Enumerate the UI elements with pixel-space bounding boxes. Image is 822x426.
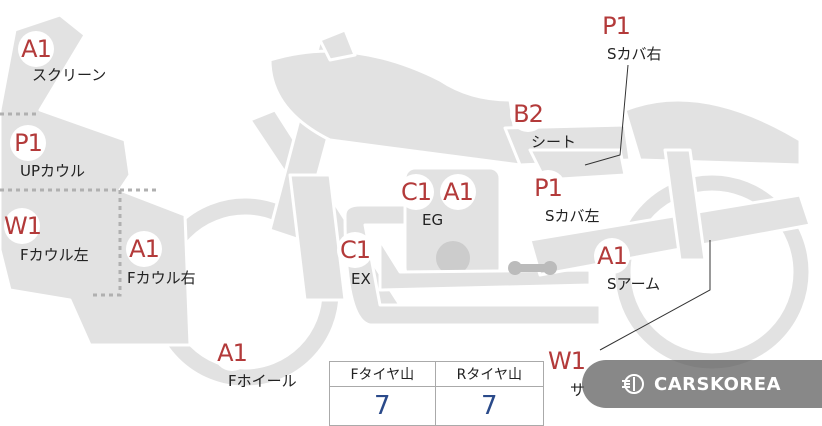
front-tire-value: 7 — [329, 386, 436, 426]
leader-s-cover-right — [584, 64, 629, 166]
code-f-wheel: A1 — [214, 335, 250, 371]
label-f-cowl-right: Fカウル右 — [127, 269, 196, 287]
code-f-cowl-right: A1 — [126, 231, 162, 267]
carskorea-logo-icon — [622, 374, 644, 394]
code-s-cover-left: P1 — [530, 170, 566, 206]
code-engine-1: C1 — [398, 174, 434, 210]
tire-tread-table: Fタイヤ山 Rタイヤ山 7 7 — [329, 361, 545, 426]
code-swing-arm: A1 — [594, 238, 630, 274]
label-r-wheel: サ — [570, 381, 586, 399]
code-s-cover-right: P1 — [598, 8, 634, 44]
label-s-cover-left: Sカバ左 — [545, 207, 600, 225]
watermark-text: CARSKOREA — [654, 374, 781, 395]
rear-tire-header: Rタイヤ山 — [434, 361, 545, 387]
code-exhaust: C1 — [337, 232, 373, 268]
label-screen: スクリーン — [32, 66, 107, 84]
label-exhaust: EX — [351, 270, 371, 288]
leader-swing-arm — [599, 240, 711, 351]
code-up-cowl: P1 — [10, 125, 46, 161]
code-engine-2: A1 — [440, 174, 476, 210]
code-screen: A1 — [18, 31, 54, 67]
label-s-cover-right: Sカバ右 — [607, 45, 662, 63]
code-seat: B2 — [510, 96, 546, 132]
label-swing-arm: Sアーム — [607, 275, 661, 293]
label-engine: EG — [422, 211, 444, 229]
label-f-wheel: Fホイール — [228, 372, 297, 390]
code-f-cowl-left: W1 — [4, 208, 42, 244]
watermark: CARSKOREA — [582, 360, 822, 408]
front-tire-header: Fタイヤ山 — [329, 361, 436, 387]
label-up-cowl: UPカウル — [20, 162, 86, 180]
code-r-wheel: W1 — [548, 343, 586, 379]
label-seat: シート — [531, 133, 577, 151]
label-f-cowl-left: Fカウル左 — [20, 246, 89, 264]
rear-tire-value: 7 — [434, 386, 545, 426]
